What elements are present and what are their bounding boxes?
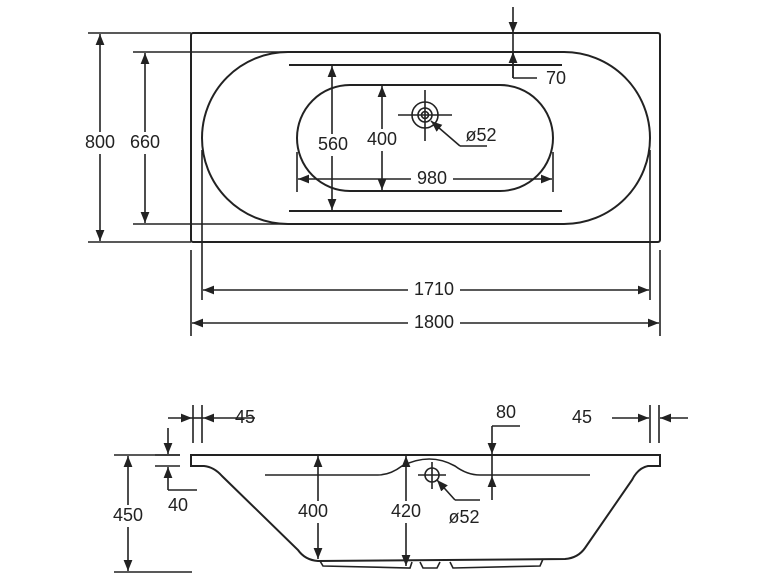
tub-inner-line: [265, 458, 590, 476]
dim-left-45-label: 45: [235, 407, 255, 427]
dim-800-label: 800: [85, 132, 115, 152]
dim-660-label: 660: [130, 132, 160, 152]
side-drain-icon: [418, 462, 446, 489]
side-drain-diameter-label: ø52: [448, 507, 479, 527]
dim-560-label: 560: [318, 134, 348, 154]
top-view: ø52 70 800 660 560 400: [82, 7, 661, 336]
inner-rim-oval: [201, 51, 651, 225]
dim-420-label: 420: [391, 501, 421, 521]
top-drain-diameter-label: ø52: [465, 125, 496, 145]
side-view: ø52 45 45 80 40 450: [110, 402, 688, 573]
dim-70-label: 70: [546, 68, 566, 88]
dim-980-label: 980: [417, 168, 447, 188]
dim-450-label: 450: [113, 505, 143, 525]
drain-leader: [430, 120, 461, 147]
dim-top-400-label: 400: [367, 129, 397, 149]
dim-right-45-label: 45: [572, 407, 592, 427]
dim-1710-label: 1710: [414, 279, 454, 299]
tub-feet: [319, 558, 544, 569]
dim-40-label: 40: [168, 495, 188, 515]
dim-80-label: 80: [496, 402, 516, 422]
basin-bottom-oval: [296, 84, 554, 192]
dim-side-400-label: 400: [298, 501, 328, 521]
tub-profile: [190, 454, 661, 563]
outer-rim-outline: [190, 32, 661, 243]
dim-1800-label: 1800: [414, 312, 454, 332]
drain-icon: [398, 90, 452, 141]
